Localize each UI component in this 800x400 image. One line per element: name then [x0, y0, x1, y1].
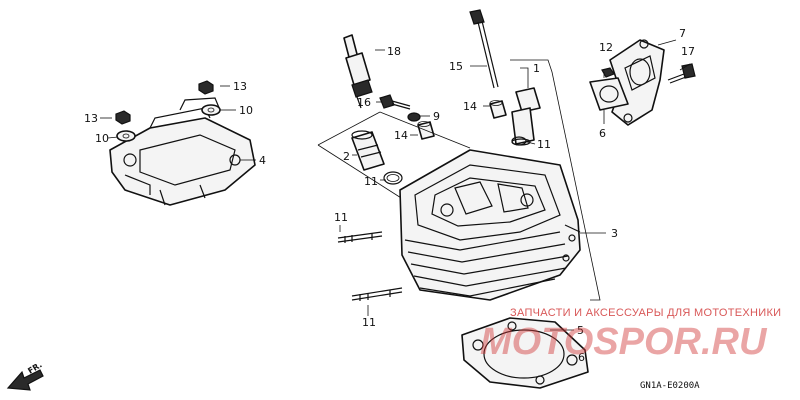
assembly-bracket-line	[510, 59, 601, 301]
callout-2: 2	[343, 150, 350, 163]
dowel-pin-14-right	[489, 100, 507, 119]
callout-4: 4	[259, 154, 266, 167]
front-direction-marker: FR.	[6, 360, 44, 391]
callout-12: 12	[599, 41, 613, 54]
front-arrow-icon	[6, 369, 44, 391]
stud-bolt-15	[469, 9, 499, 89]
washer-9-left	[116, 130, 136, 142]
washer-8	[407, 112, 421, 122]
callout-7: 7	[679, 27, 686, 40]
callout-6-upper: 6	[599, 127, 606, 140]
watermark: ЗАПЧАСТИ И АКСЕССУАРЫ ДЛЯ МОТОТЕХНИКИ MO…	[480, 307, 781, 363]
stud-11-upper	[337, 231, 383, 243]
nut-13-left	[115, 110, 131, 125]
stud-11-lower	[351, 287, 403, 301]
rocker-arm-holder	[109, 97, 256, 206]
cylinder-head	[399, 149, 581, 301]
callout-11-lower: 11	[362, 316, 376, 329]
callout-6-lower: 6	[578, 351, 585, 364]
bolt-16	[379, 94, 411, 110]
callout-9-right: 10	[239, 104, 253, 117]
callout-17: 17	[681, 45, 695, 58]
head-gasket	[461, 317, 589, 389]
callout-13-right: 13	[233, 80, 247, 93]
diagram-code: GN1A-E0200A	[640, 381, 700, 391]
callout-8: 9	[433, 110, 440, 123]
leader-lines	[100, 39, 691, 331]
bolt-17	[667, 63, 696, 84]
oring-10-right	[511, 136, 527, 146]
spark-plug-tube-2	[351, 130, 385, 171]
callout-3: 3	[611, 227, 618, 240]
callout-11-upper: 11	[334, 211, 348, 224]
callout-labels: 18 15 16 9 14 14 1 11 2 11 3 13 10 13 10…	[84, 27, 695, 364]
callout-15: 15	[449, 60, 463, 73]
watermark-brand: MOTOSPOR.RU	[480, 321, 768, 363]
callout-14-left: 14	[394, 129, 408, 142]
callout-16: 16	[357, 96, 371, 109]
callout-13-left: 13	[84, 112, 98, 125]
nut-12	[601, 67, 615, 78]
callout-9-left: 10	[95, 132, 109, 145]
washer-9-right	[201, 104, 221, 116]
oring-6-top	[589, 77, 629, 111]
callout-10-right: 11	[537, 138, 551, 151]
callout-1: 1	[533, 62, 540, 75]
spark-plug	[343, 34, 373, 109]
callout-14-right: 14	[463, 100, 477, 113]
head-bracket-line-top	[379, 111, 471, 149]
nut-13-right	[198, 80, 214, 95]
part-1-insert	[511, 87, 541, 146]
oring-10-left	[383, 171, 403, 185]
callout-10-left: 11	[364, 175, 378, 188]
head-bracket-line-left	[317, 111, 381, 146]
callout-5: 5	[577, 324, 584, 337]
watermark-tagline: ЗАПЧАСТИ И АКСЕССУАРЫ ДЛЯ МОТОТЕХНИКИ	[510, 307, 781, 319]
callout-18: 18	[387, 45, 401, 58]
